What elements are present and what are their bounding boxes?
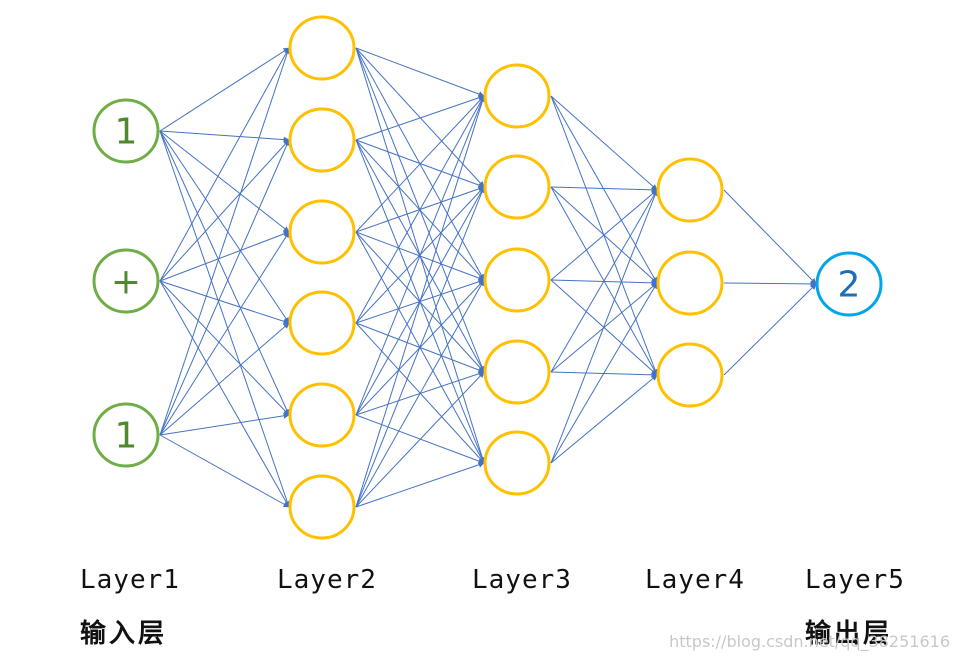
connection-l3n1-l4n1 xyxy=(550,95,658,191)
connection-l1n2-l2n2 xyxy=(159,139,290,282)
connection-l1n2-l2n4 xyxy=(159,280,290,325)
connection-l2n5-l3n1 xyxy=(355,95,485,416)
connection-l1n1-l2n2 xyxy=(159,130,290,143)
connection-l3n1-l4n2 xyxy=(550,95,658,284)
layer2-label: Layer2 xyxy=(277,565,377,595)
connection-l2n4-l3n1 xyxy=(355,95,485,324)
connection-l1n3-l2n5 xyxy=(159,412,290,436)
neuron-label-layer5-1: 2 xyxy=(838,265,861,306)
connection-l1n3-l2n4 xyxy=(159,322,290,436)
neuron-layer1-2 xyxy=(92,248,160,314)
layer3-label: Layer3 xyxy=(472,565,572,595)
neurons: 1 +1 2 xyxy=(92,15,883,540)
connection-l1n2-l2n5 xyxy=(159,280,290,416)
connection-l1n2-l2n6 xyxy=(159,280,290,508)
connection-l3n5-l4n2 xyxy=(550,282,658,464)
neuron-label-layer1-1: 1 xyxy=(115,112,138,153)
connection-l1n2-l2n1 xyxy=(159,47,290,282)
watermark: https://blog.csdn.net/qq_38251616 xyxy=(669,632,950,651)
connections xyxy=(159,47,817,508)
layer4-label: Layer4 xyxy=(645,565,745,595)
neuron-layer3-3 xyxy=(483,247,551,313)
connection-l2n6-l3n1 xyxy=(355,95,486,508)
connection-l1n1-l2n6 xyxy=(159,130,291,508)
connection-l2n3-l3n1 xyxy=(355,95,485,233)
connection-l2n6-l3n5 xyxy=(355,461,485,508)
connection-l2n1-l3n1 xyxy=(355,47,485,97)
connection-l1n1-l2n4 xyxy=(159,130,290,324)
connection-l2n6-l3n4 xyxy=(355,371,485,508)
connection-l1n1-l2n5 xyxy=(159,130,290,416)
layer1-label: Layer1 xyxy=(80,565,180,595)
neuron-layer2-2 xyxy=(288,107,356,173)
neuron-layer2-6 xyxy=(288,474,356,540)
neuron-label-layer1-3: 1 xyxy=(115,416,138,457)
layer5-label: Layer5 xyxy=(805,565,905,595)
connection-l3n5-l4n1 xyxy=(550,189,658,464)
connection-l3n4-l4n1 xyxy=(550,189,658,373)
neuron-layer2-5 xyxy=(288,382,356,448)
connection-l1n3-l2n3 xyxy=(159,231,290,436)
neuron-layer2-1 xyxy=(288,15,356,81)
connection-l2n2-l3n1 xyxy=(355,94,485,141)
neuron-layer4-2 xyxy=(656,250,724,316)
neuron-layer4-3 xyxy=(656,342,724,408)
neuron-layer1-1 xyxy=(92,98,160,164)
connection-l1n2-l2n3 xyxy=(159,231,290,282)
neuron-layer2-3 xyxy=(288,199,356,265)
output-layer-caption: 输出层 xyxy=(805,619,893,649)
connection-l1n1-l2n1 xyxy=(159,47,290,132)
connection-l3n5-l4n3 xyxy=(550,374,658,464)
connection-l3n3-l4n1 xyxy=(550,189,658,281)
connection-l4n3-l5n1 xyxy=(723,283,817,376)
connection-l2n6-l3n3 xyxy=(355,279,485,508)
neuron-label-layer1-2: + xyxy=(111,262,141,303)
neuron-layer4-1 xyxy=(656,157,724,223)
connection-l1n3-l2n6 xyxy=(159,434,290,508)
neuron-layer3-5 xyxy=(483,430,551,496)
neuron-layer2-4 xyxy=(288,290,356,356)
neuron-layer1-3 xyxy=(92,402,160,468)
connection-l1n3-l2n1 xyxy=(159,47,291,436)
connection-l4n2-l5n1 xyxy=(723,280,817,287)
neuron-layer3-4 xyxy=(483,339,551,405)
connection-l3n2-l4n1 xyxy=(550,186,658,193)
connection-l1n3-l2n2 xyxy=(159,139,290,436)
connection-l2n6-l3n2 xyxy=(355,186,485,508)
neuron-layer3-2 xyxy=(483,154,551,220)
input-layer-caption: 输入层 xyxy=(80,619,168,649)
connection-l4n1-l5n1 xyxy=(723,189,817,285)
neuron-layer5-1 xyxy=(815,251,883,317)
connection-l1n1-l2n3 xyxy=(159,130,290,233)
neuron-layer3-1 xyxy=(483,63,551,129)
